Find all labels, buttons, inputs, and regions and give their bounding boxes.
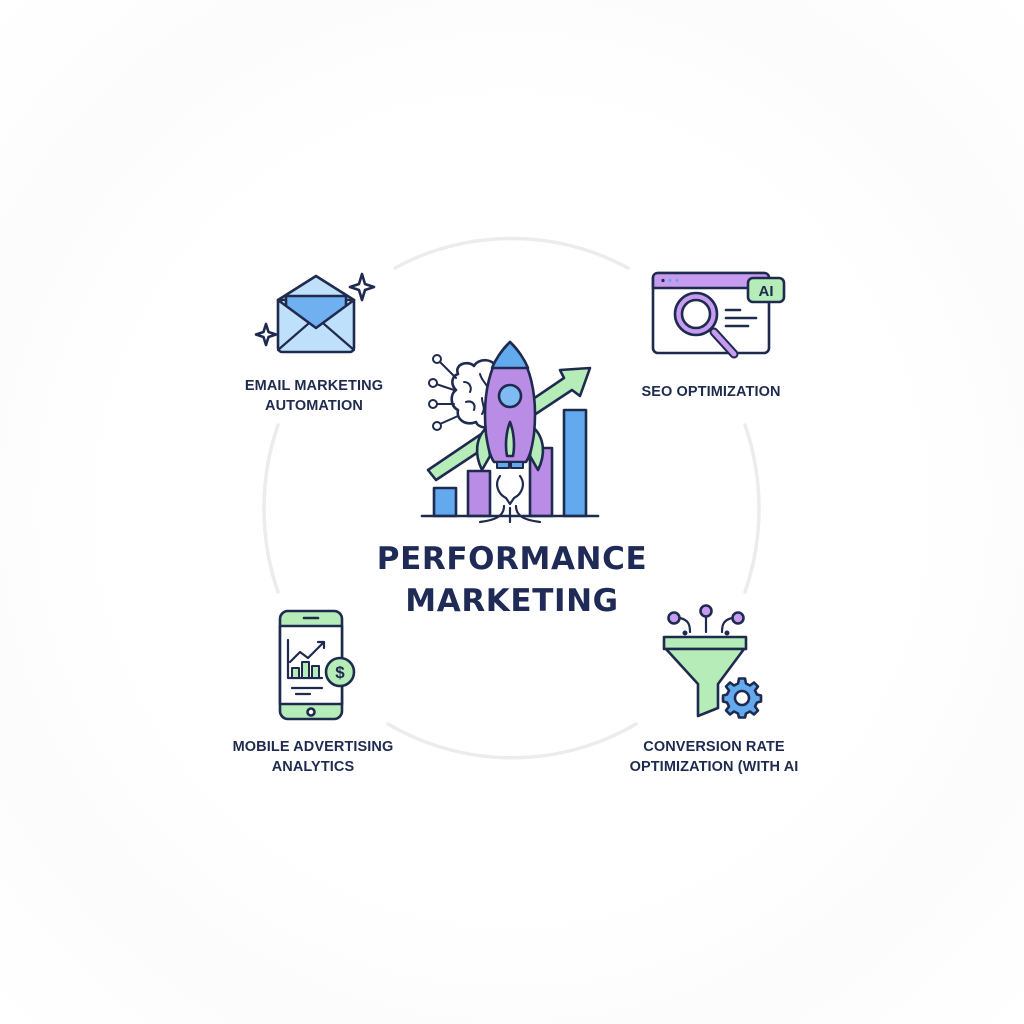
node-label-line-2: ANALYTICS (271, 759, 355, 775)
node-label-line-1: MOBILE ADVERTISING (232, 739, 394, 755)
node-label-cro: CONVERSION RATE OPTIMIZATION (WITH AI (616, 737, 812, 777)
node-label-line-1: SEO OPTIMIZATION (641, 384, 781, 400)
node-label-email: EMAIL MARKETING AUTOMATION (228, 376, 400, 416)
ai-badge-text: AI (759, 283, 774, 300)
node-label-mobile: MOBILE ADVERTISING ANALYTICS (226, 737, 400, 777)
svg-text:$: $ (335, 663, 345, 682)
node-label-seo: SEO OPTIMIZATION (625, 382, 797, 402)
node-label-line-2: OPTIMIZATION (WITH AI (629, 759, 799, 775)
browser-magnifier-ai-icon: AI (650, 270, 790, 366)
envelope-sparkle-icon (250, 270, 380, 356)
title-line-1: PERFORMANCE (376, 541, 648, 577)
page-title: PERFORMANCE MARKETING (312, 538, 712, 622)
node-label-line-1: CONVERSION RATE (643, 739, 785, 755)
center-rocket-growth-icon (420, 338, 606, 528)
node-label-line-2: AUTOMATION (265, 398, 363, 414)
node-label-line-1: EMAIL MARKETING (244, 378, 384, 394)
phone-chart-dollar-icon: $ (276, 608, 366, 722)
funnel-gear-icon (660, 604, 770, 720)
title-line-2: MARKETING (405, 583, 619, 619)
